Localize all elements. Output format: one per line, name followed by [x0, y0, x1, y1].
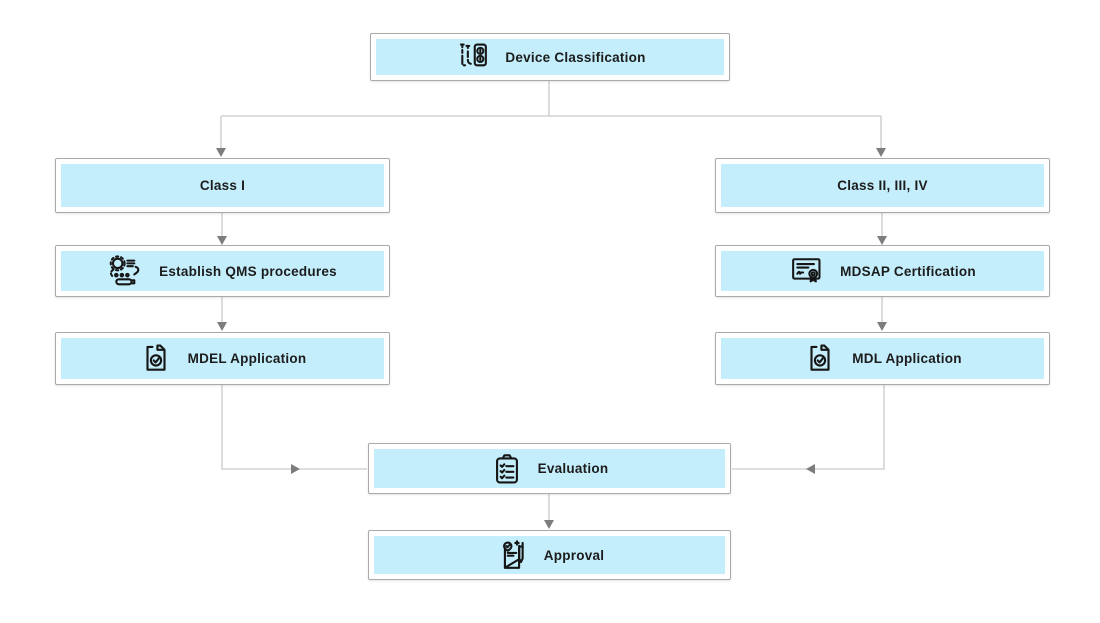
node-class-i: Class I — [55, 158, 390, 213]
arrowhead-left-evaluation — [806, 464, 815, 474]
gear-process-icon — [108, 255, 144, 287]
arrowhead-down-class-i — [216, 148, 226, 157]
node-mdl-application: MDL Application — [715, 332, 1050, 385]
node-approval: Approval — [368, 530, 731, 580]
node-establish-qms-procedures: Establish QMS procedures — [55, 245, 390, 297]
arrowhead-down-mdl — [877, 322, 887, 331]
arrowhead-right-evaluation — [291, 464, 300, 474]
arrowhead-down-mdsap — [877, 236, 887, 245]
node-label: Establish QMS procedures — [159, 263, 337, 279]
node-device-classification: Device Classification — [370, 33, 730, 81]
node-label: Device Classification — [505, 49, 646, 65]
node-evaluation: Evaluation — [368, 443, 731, 494]
node-label: Class II, III, IV — [837, 178, 928, 193]
node-label: MDSAP Certification — [840, 263, 976, 279]
node-label: MDL Application — [852, 351, 962, 366]
arrowhead-down-mdel — [217, 322, 227, 331]
arrowhead-down-qms — [217, 236, 227, 245]
node-mdsap-certification: MDSAP Certification — [715, 245, 1050, 297]
medical-device-icon — [454, 40, 490, 74]
document-pen-badge-icon — [495, 538, 529, 572]
node-label: Evaluation — [537, 461, 609, 476]
document-check-icon — [139, 342, 173, 376]
node-label: MDEL Application — [187, 351, 307, 366]
node-class-ii-iii-iv: Class II, III, IV — [715, 158, 1050, 213]
node-label: Approval — [543, 547, 605, 563]
node-mdel-application: MDEL Application — [55, 332, 390, 385]
arrowhead-down-approval — [544, 520, 554, 529]
clipboard-checklist-icon — [491, 452, 523, 486]
document-check-icon — [803, 342, 837, 376]
arrowhead-down-class-ii — [876, 148, 886, 157]
certificate-icon — [789, 255, 825, 287]
node-label: Class I — [199, 178, 246, 193]
